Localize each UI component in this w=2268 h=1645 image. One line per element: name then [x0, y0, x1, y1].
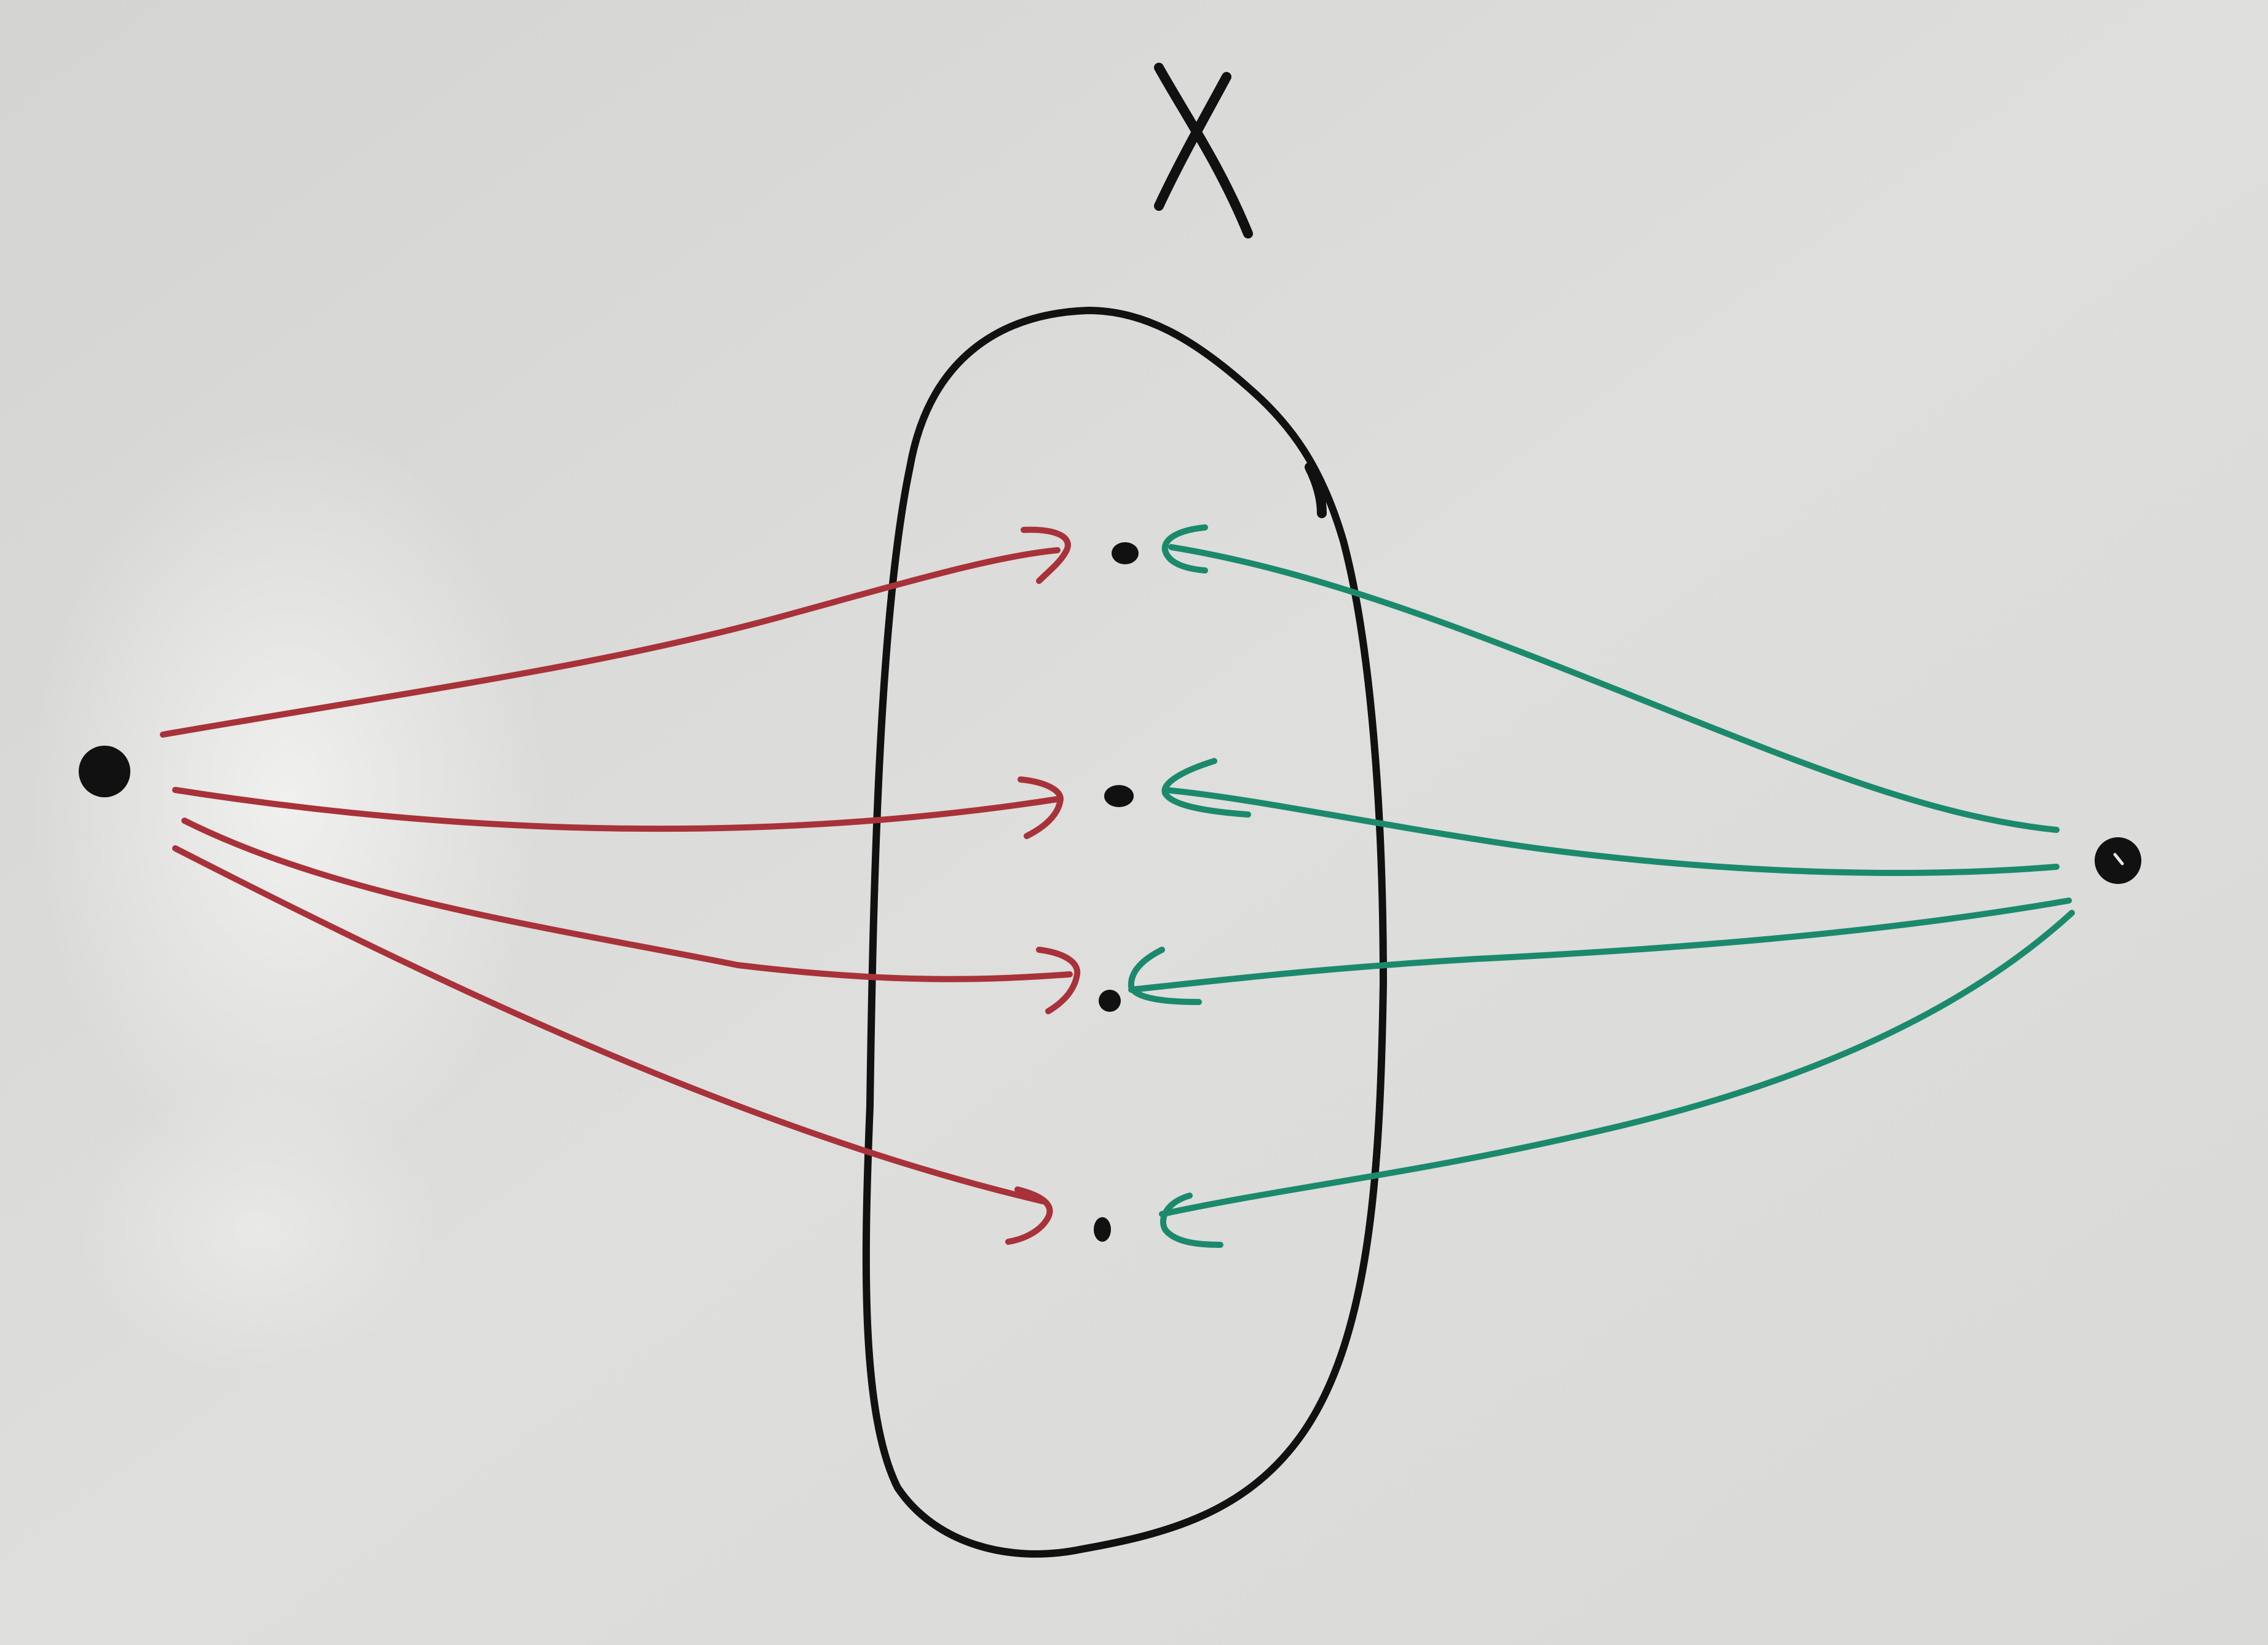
- green-arrow-4: [1159, 910, 2075, 1217]
- green-arrow-1: [1168, 544, 2060, 833]
- green-mappings: [1128, 524, 2075, 1248]
- red-arrow-4: [172, 845, 1048, 1205]
- set-x-outline-overdraw: [1305, 462, 1327, 518]
- right-source-highlight: [2113, 853, 2124, 866]
- green-arrow-2: [1162, 787, 2060, 876]
- red-arrowhead-2: [1017, 776, 1064, 839]
- board-glare: [74, 1082, 443, 1377]
- red-arrow-1: [160, 547, 1061, 738]
- x-points: [1094, 542, 1139, 1242]
- x-point-3: [1099, 990, 1121, 1012]
- red-mappings: [160, 526, 1081, 1245]
- red-arrowhead-4: [1005, 1186, 1053, 1245]
- x-point-1: [1112, 542, 1139, 564]
- red-arrow-3: [181, 818, 1073, 982]
- red-arrow-2: [172, 787, 1061, 832]
- set-title: X: [1154, 63, 1253, 239]
- green-arrowhead-4: [1160, 1193, 1223, 1248]
- green-arrowhead-1: [1161, 524, 1208, 574]
- green-arrow-3: [1128, 897, 2072, 993]
- red-arrowhead-1: [1021, 526, 1071, 584]
- left-source-point: [79, 746, 130, 797]
- set-x-outline: [862, 307, 1387, 1558]
- x-point-2: [1104, 785, 1134, 807]
- board-glare: [31, 418, 547, 1180]
- x-point-4: [1094, 1217, 1111, 1242]
- red-arrowhead-3: [1036, 947, 1081, 1014]
- green-arrowhead-3: [1128, 947, 1202, 1005]
- green-arrowhead-2: [1161, 758, 1251, 818]
